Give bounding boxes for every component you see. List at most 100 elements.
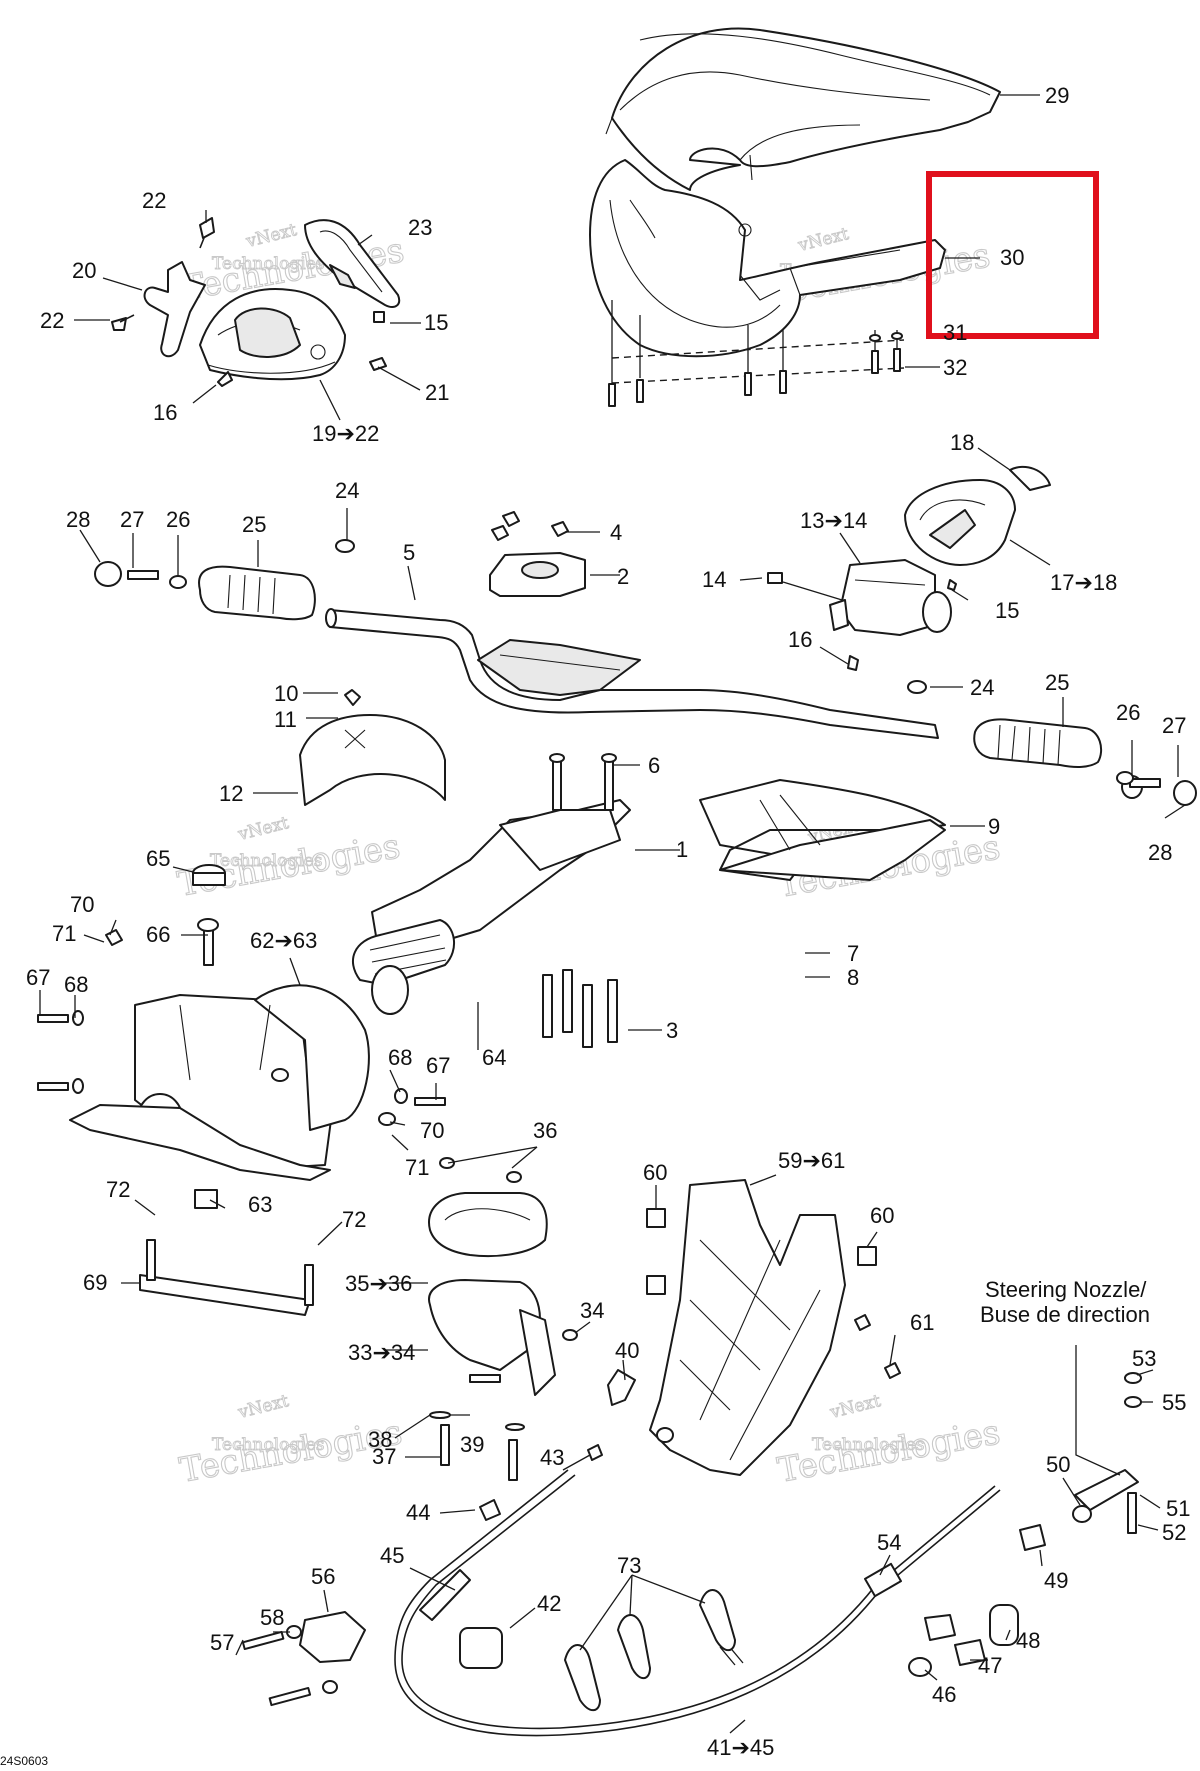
callout-7: 7 [847,941,859,966]
callout-3: 3 [666,1018,678,1043]
watermark-vnext: vNext [795,224,850,256]
callout-31: 31 [943,320,967,345]
part-23-side-cover [304,219,401,308]
callout-72: 72 [106,1177,130,1202]
callout-2: 2 [617,564,629,589]
nozzle-label-line1: Steering Nozzle/ [985,1277,1147,1302]
leader-lines [39,94,1186,1734]
callout-45: 45 [380,1543,404,1568]
part-30-lower-cover [589,159,946,358]
callout-71: 71 [405,1155,429,1180]
watermark-vnext: vNext [235,813,290,845]
part-56-58-bracket [241,1611,366,1707]
callout-17-18: 17➔18 [1050,570,1117,595]
callout-60: 60 [643,1160,667,1185]
callout-26: 26 [166,507,190,532]
callout-34: 34 [580,1298,604,1323]
part-5-handlebar [325,608,939,739]
callout-71: 71 [52,921,76,946]
callout-68: 68 [388,1045,412,1070]
callout-28: 28 [66,507,90,532]
part-37-40-fasteners [429,1369,636,1521]
callout-66: 66 [146,922,170,947]
watermark-vnext: vNext [243,220,298,252]
part-46-49-nozzle-parts [908,1524,1046,1677]
callout-67: 67 [26,965,50,990]
part-20-lever [143,261,206,358]
highlight-box-30 [926,171,1099,339]
watermark-technologies: Technologies [212,254,325,274]
callout-25: 25 [1045,670,1069,695]
watermark-vnext: vNext [235,1391,290,1423]
cover-fastener-lines [608,300,905,407]
callout-61: 61 [910,1310,934,1335]
callout-57: 57 [210,1630,234,1655]
callout-50: 50 [1046,1452,1070,1477]
part-73-straps [564,1589,736,1712]
callout-8: 8 [847,965,859,990]
part-22-screws [111,217,387,387]
part-29-upper-cover [605,27,1001,191]
callout-21: 21 [425,380,449,405]
callout-48: 48 [1016,1628,1040,1653]
grip-end-parts [94,539,1197,806]
callout-24: 24 [335,478,359,503]
callout-16: 16 [153,400,177,425]
callout-29: 29 [1045,83,1069,108]
callout-32: 32 [943,355,967,380]
part-62-63-bracket [69,984,370,1181]
callout-54: 54 [877,1530,901,1555]
callout-22: 22 [40,308,64,333]
callout-36: 36 [533,1118,557,1143]
callout-20: 20 [72,258,96,283]
part-25-grip-left [198,565,316,621]
part-41-45-cable [394,1469,1001,1737]
part-25-grip-right [973,718,1103,768]
callout-33-34: 33➔34 [348,1340,415,1365]
callout-55: 55 [1162,1390,1186,1415]
part-59-61-bracket [646,1179,901,1476]
watermark-big: Technologies [775,1412,1004,1490]
callout-40: 40 [615,1338,639,1363]
callout-53: 53 [1132,1346,1156,1371]
callout-9: 9 [988,814,1000,839]
callout-10: 10 [274,681,298,706]
callout-27: 27 [1162,713,1186,738]
part-left-housing-19-22 [199,288,346,381]
callout-25: 25 [242,512,266,537]
callout-12: 12 [219,781,243,806]
callout-23: 23 [408,215,432,240]
callout-19-22: 19➔22 [312,421,379,446]
watermark-technologies: Technologies [212,1435,325,1455]
callout-15: 15 [995,598,1019,623]
nozzle-label-line2: Buse de direction [980,1302,1150,1327]
callout-26: 26 [1116,700,1140,725]
watermark-technologies: Technologies [812,1435,925,1455]
callout-72: 72 [342,1207,366,1232]
callout-46: 46 [932,1682,956,1707]
part-13-14-throttle-housing [829,559,952,636]
part-2-clamp [489,511,586,597]
callout-70: 70 [70,892,94,917]
callout-41-45: 41➔45 [707,1735,774,1760]
part-50-55-joint [1072,1372,1142,1534]
watermark-vnext: vNext [827,1391,882,1423]
callout-6: 6 [648,753,660,778]
callout-64: 64 [482,1045,506,1070]
callout-30: 30 [1000,245,1024,270]
callout-38: 38 [368,1427,392,1452]
callout-51: 51 [1166,1496,1190,1521]
callout-13-14: 13➔14 [800,508,867,533]
callout-52: 52 [1162,1520,1186,1545]
part-1-column [351,799,631,1015]
part-12-shield [299,689,446,806]
part-69-mount-bar [139,1189,314,1316]
callout-56: 56 [311,1564,335,1589]
callout-39: 39 [460,1432,484,1457]
callout-62-63: 62➔63 [250,928,317,953]
part-35-36-upper-clamp [428,1157,548,1258]
part-9-cover [699,779,946,881]
part-65-66-mount [105,864,226,966]
part-6-3-bolts [542,753,618,1048]
